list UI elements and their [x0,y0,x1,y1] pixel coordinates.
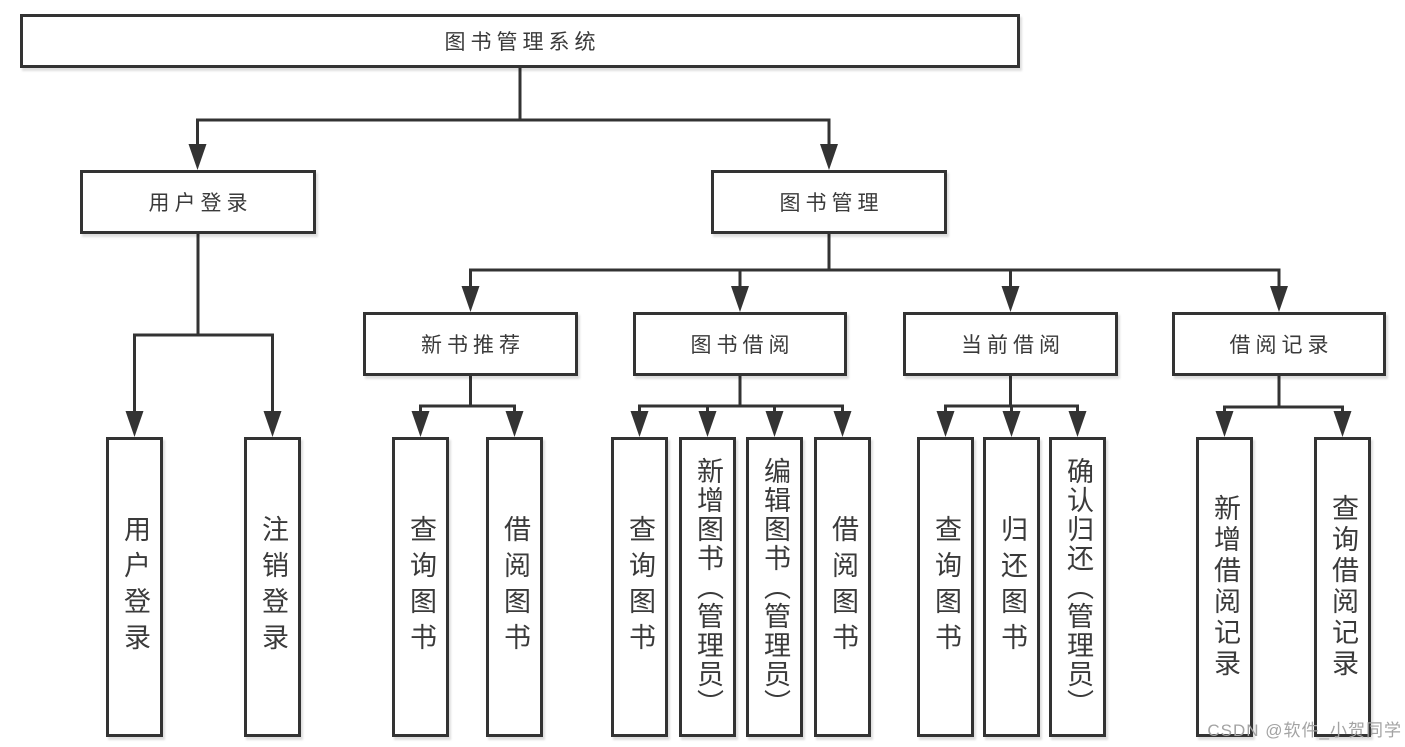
leaf-query-books-current: 查询图书 [917,437,974,737]
leaf-borrow-books-recommend-label: 借阅图书 [500,515,530,659]
connector-borrow-records-to-leaves [1215,376,1352,437]
node-new-book-recommend-label: 新书推荐 [421,334,525,357]
node-borrow-records-label: 借阅记录 [1229,334,1334,357]
node-current-borrow: 当前借阅 [903,312,1118,376]
leaf-add-borrow-record-label: 新增借阅记录 [1210,494,1240,680]
node-library-system-label: 图书管理系统 [444,31,601,54]
leaf-logout-login: 注销登录 [244,437,301,737]
node-current-borrow-label: 当前借阅 [961,334,1065,357]
leaf-add-borrow-record: 新增借阅记录 [1196,437,1253,737]
node-new-book-recommend: 新书推荐 [363,312,578,376]
leaf-add-books-admin-label: 新增图书（管理员） [693,456,723,718]
watermark: CSDN @软件_小贺同学 [1207,721,1402,740]
leaf-add-books-admin: 新增图书（管理员） [679,437,736,737]
connector-current-borrow-to-leaves [936,376,1087,437]
leaf-borrow-books-label: 借阅图书 [828,515,858,659]
leaf-query-books-recommend: 查询图书 [392,437,449,737]
connector-new-book-recommend-to-leaves [411,376,524,437]
leaf-logout-login-label: 注销登录 [258,515,288,659]
node-user-login: 用户登录 [80,170,316,234]
connector-root-to-level2 [188,68,838,170]
node-library-system: 图书管理系统 [20,14,1020,68]
leaf-edit-books-admin: 编辑图书（管理员） [746,437,803,737]
leaf-return-books: 归还图书 [983,437,1040,737]
leaf-user-login: 用户登录 [106,437,163,737]
leaf-query-books-borrow-label: 查询图书 [625,515,655,659]
leaf-borrow-books-recommend: 借阅图书 [486,437,543,737]
connector-user-login-to-leaves [125,233,282,437]
node-user-login-label: 用户登录 [148,192,253,215]
connector-book-borrow-to-leaves [630,376,852,437]
leaf-query-books-borrow: 查询图书 [611,437,668,737]
leaf-confirm-return-admin-label: 确认归还（管理员） [1063,456,1093,718]
node-book-borrow-label: 图书借阅 [690,334,795,357]
leaf-borrow-books: 借阅图书 [814,437,871,737]
node-book-management-label: 图书管理 [779,192,884,215]
leaf-query-borrow-record: 查询借阅记录 [1314,437,1371,737]
leaf-query-borrow-record-label: 查询借阅记录 [1328,494,1358,680]
leaf-query-books-current-label: 查询图书 [931,515,961,659]
leaf-return-books-label: 归还图书 [997,515,1027,659]
node-book-management: 图书管理 [711,170,947,234]
leaf-confirm-return-admin: 确认归还（管理员） [1049,437,1106,737]
leaf-edit-books-admin-label: 编辑图书（管理员） [760,456,790,718]
leaf-user-login-label: 用户登录 [120,515,150,659]
leaf-query-books-recommend-label: 查询图书 [406,515,436,659]
node-borrow-records: 借阅记录 [1172,312,1386,376]
node-book-borrow: 图书借阅 [633,312,847,376]
connector-book-management-to-level3 [461,233,1288,312]
